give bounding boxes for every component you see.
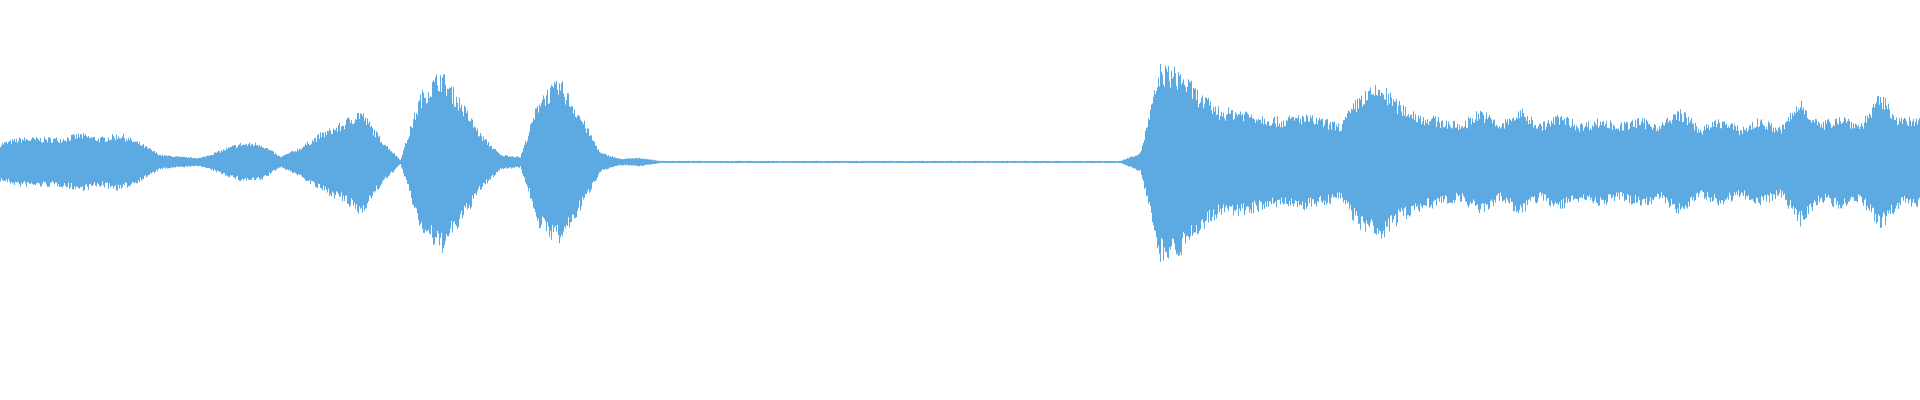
waveform-path: [0, 63, 1920, 262]
